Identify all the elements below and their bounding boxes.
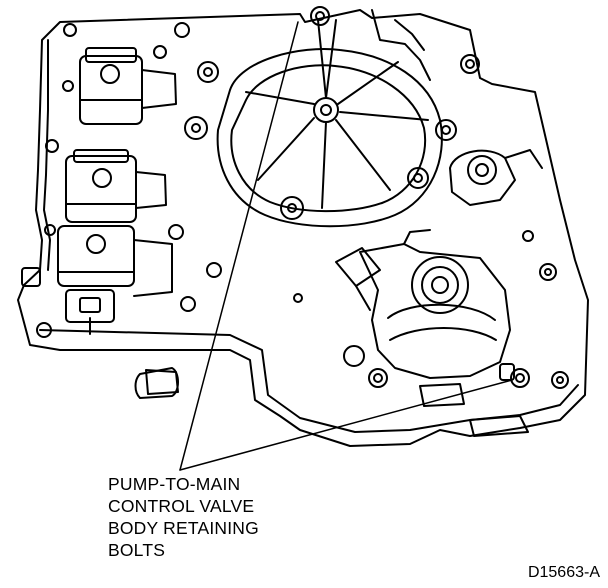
plate-inner-edge — [44, 40, 50, 270]
servo-assembly — [450, 150, 542, 205]
solenoid-middle — [66, 150, 166, 222]
plate-lower-edge — [40, 330, 578, 432]
callout-line-1: PUMP-TO-MAIN — [108, 474, 241, 494]
pump-housing — [185, 7, 479, 226]
callout-line-3: BODY RETAINING — [108, 518, 259, 538]
manual-valve-assembly — [336, 230, 510, 378]
callout-line-4: BOLTS — [108, 540, 166, 560]
callout-leader-lines — [180, 22, 512, 470]
solenoid-upper — [80, 48, 176, 124]
callout-line-2: CONTROL VALVE — [108, 496, 255, 516]
plate-holes-left — [22, 23, 195, 394]
cylinder-lower-left — [136, 368, 179, 398]
figure-id: D15663-A — [527, 564, 600, 581]
callout-label: PUMP-TO-MAIN CONTROL VALVE BODY RETAININ… — [108, 473, 259, 561]
plate-holes-right — [207, 231, 568, 436]
solenoid-lower — [58, 226, 172, 334]
